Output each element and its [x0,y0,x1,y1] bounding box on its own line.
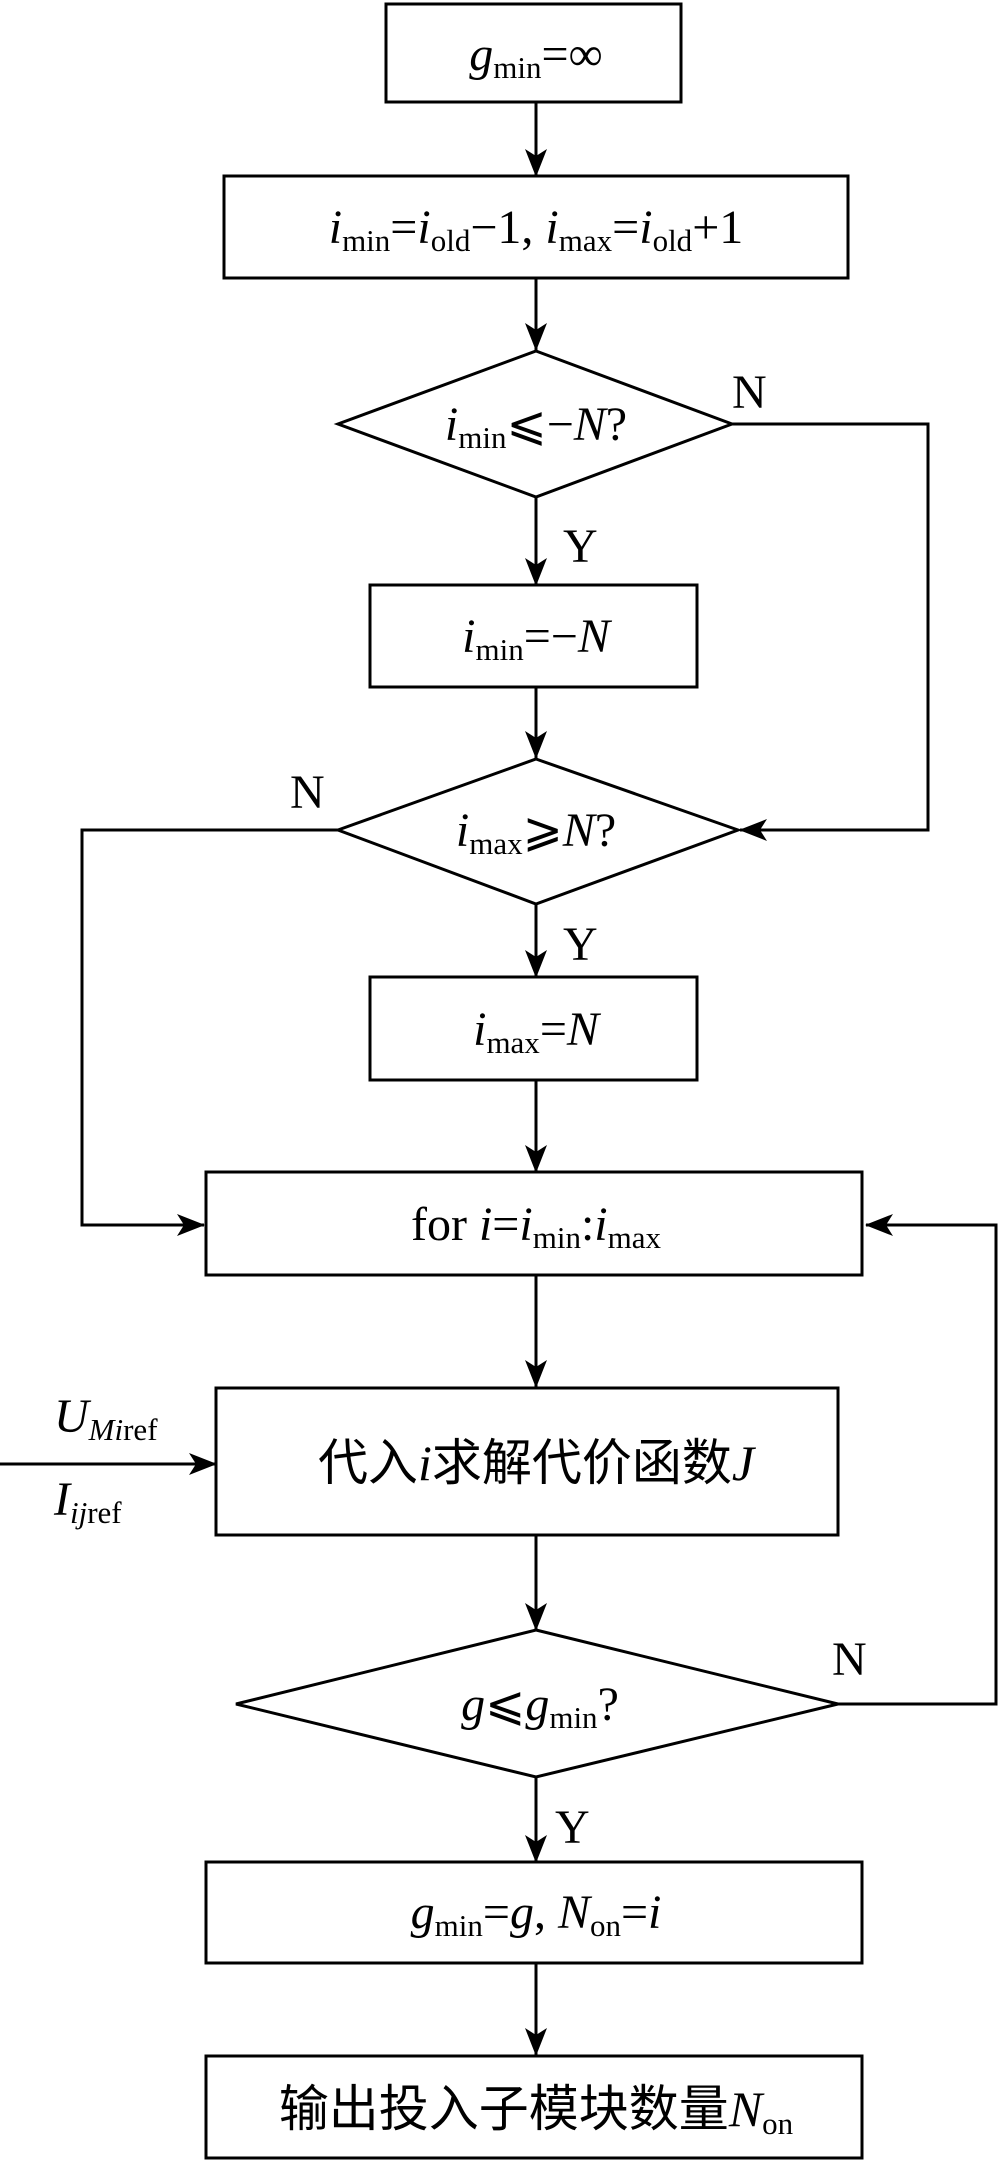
node-for-loop: for i=imin:imax [204,1170,864,1277]
for-loop-text: for i=imin:imax [411,1198,662,1255]
set-max-text: imax=N [473,1003,602,1060]
decision-check-g: g⩽gmin? [235,1628,839,1779]
check-min-text: imin⩽−N? [445,398,627,455]
init-range-text: imin=iold−1, imax=iold+1 [329,201,744,258]
no-label-check-g: N [832,1633,867,1686]
output-text: 输出投入子模块数量Non [279,2081,794,2141]
node-init-gmin: gmin=∞ [384,2,683,104]
check-g-text: g⩽gmin? [461,1678,619,1735]
yes-label-check-max: Y [563,918,598,971]
edge-check-min-no [732,422,930,841]
input-i-ijref: Iijref [53,1473,122,1530]
input-u-miref: UMiref [54,1390,158,1447]
node-init-range: imin=iold−1, imax=iold+1 [222,174,850,280]
edge-check-max-no [80,828,338,1236]
connectors [0,102,998,2056]
node-set-max: imax=N [368,975,699,1082]
yes-label-check-g: Y [555,1801,590,1854]
no-label-check-min: N [732,366,767,419]
check-max-text: imax⩾N? [456,804,616,861]
set-min-text: imin=−N [462,610,613,667]
node-update: gmin=g, Non=i [204,1860,864,1965]
decision-check-min: imin⩽−N? [333,349,737,499]
node-set-min: imin=−N [368,583,699,689]
no-label-check-max: N [290,766,325,819]
init-gmin-text: gmin=∞ [469,28,603,85]
edge-check-g-no [838,1214,998,1706]
compute-cost-text: 代入i求解代价函数J [318,1435,757,1491]
yes-label-check-min: Y [563,520,598,573]
update-text: gmin=g, Non=i [411,1886,662,1943]
node-compute-cost: 代入i求解代价函数J [214,1386,840,1537]
node-output: 输出投入子模块数量Non [204,2054,864,2160]
decision-check-max: imax⩾N? [333,757,743,906]
